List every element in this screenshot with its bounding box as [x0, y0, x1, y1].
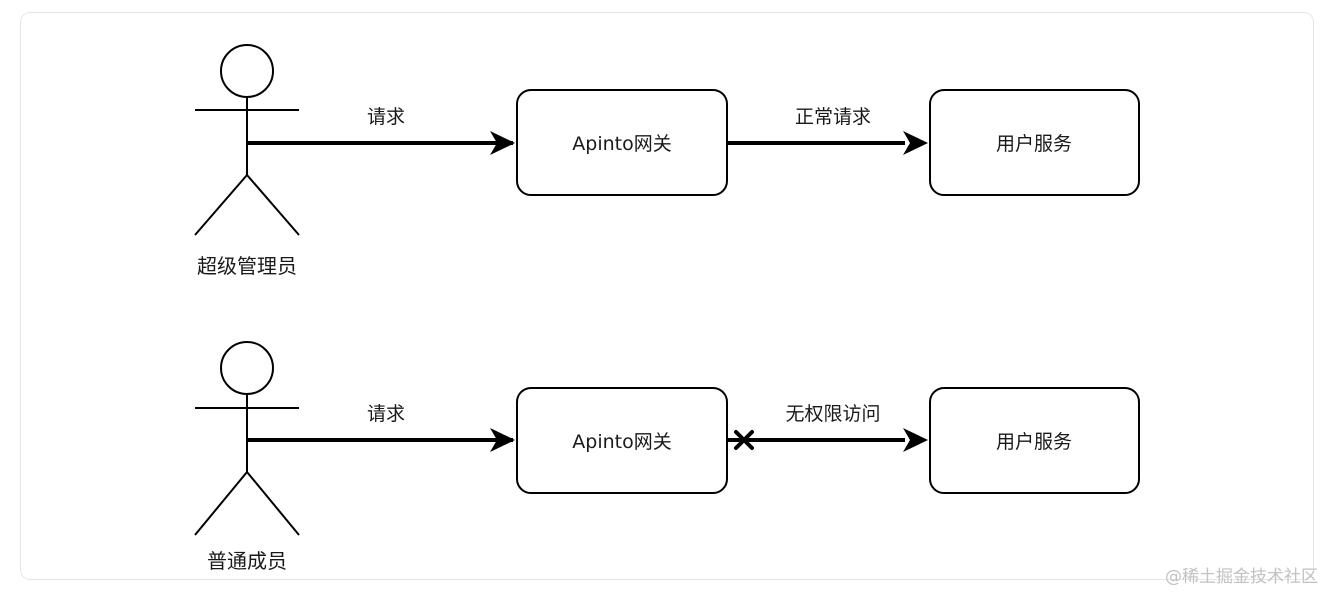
blocked-cross-icon — [734, 430, 754, 450]
service-label-super-admin: 用户服务 — [996, 133, 1072, 155]
gateway-label-super-admin: Apinto网关 — [572, 133, 671, 155]
gateway-label-regular-member: Apinto网关 — [572, 431, 671, 453]
request-arrowhead-regular-member — [490, 428, 515, 452]
service-label-regular-member: 用户服务 — [996, 431, 1072, 453]
forward-label-super-admin: 正常请求 — [795, 106, 871, 128]
service-node-regular-member — [929, 387, 1140, 494]
watermark: @稀土掘金技术社区 — [1165, 567, 1318, 587]
actor-super-admin-icon — [194, 44, 300, 236]
request-label-super-admin: 请求 — [367, 106, 405, 128]
forward-label-regular-member: 无权限访问 — [785, 403, 880, 425]
actor-super-admin-label: 超级管理员 — [197, 254, 297, 278]
actor-regular-member-icon — [194, 341, 300, 536]
forward-arrowhead-regular-member — [903, 428, 928, 452]
actor-regular-member-label: 普通成员 — [207, 549, 287, 573]
scenario-regular-member: 普通成员 请求 Apinto网关 无权限访问 用户服务 — [194, 341, 1140, 573]
forward-arrowhead-super-admin — [903, 131, 928, 155]
request-label-regular-member: 请求 — [367, 403, 405, 425]
service-node-super-admin — [929, 89, 1140, 196]
request-arrowhead-super-admin — [490, 131, 515, 155]
scenario-super-admin: 超级管理员 请求 Apinto网关 正常请求 用户服务 — [194, 44, 1140, 278]
